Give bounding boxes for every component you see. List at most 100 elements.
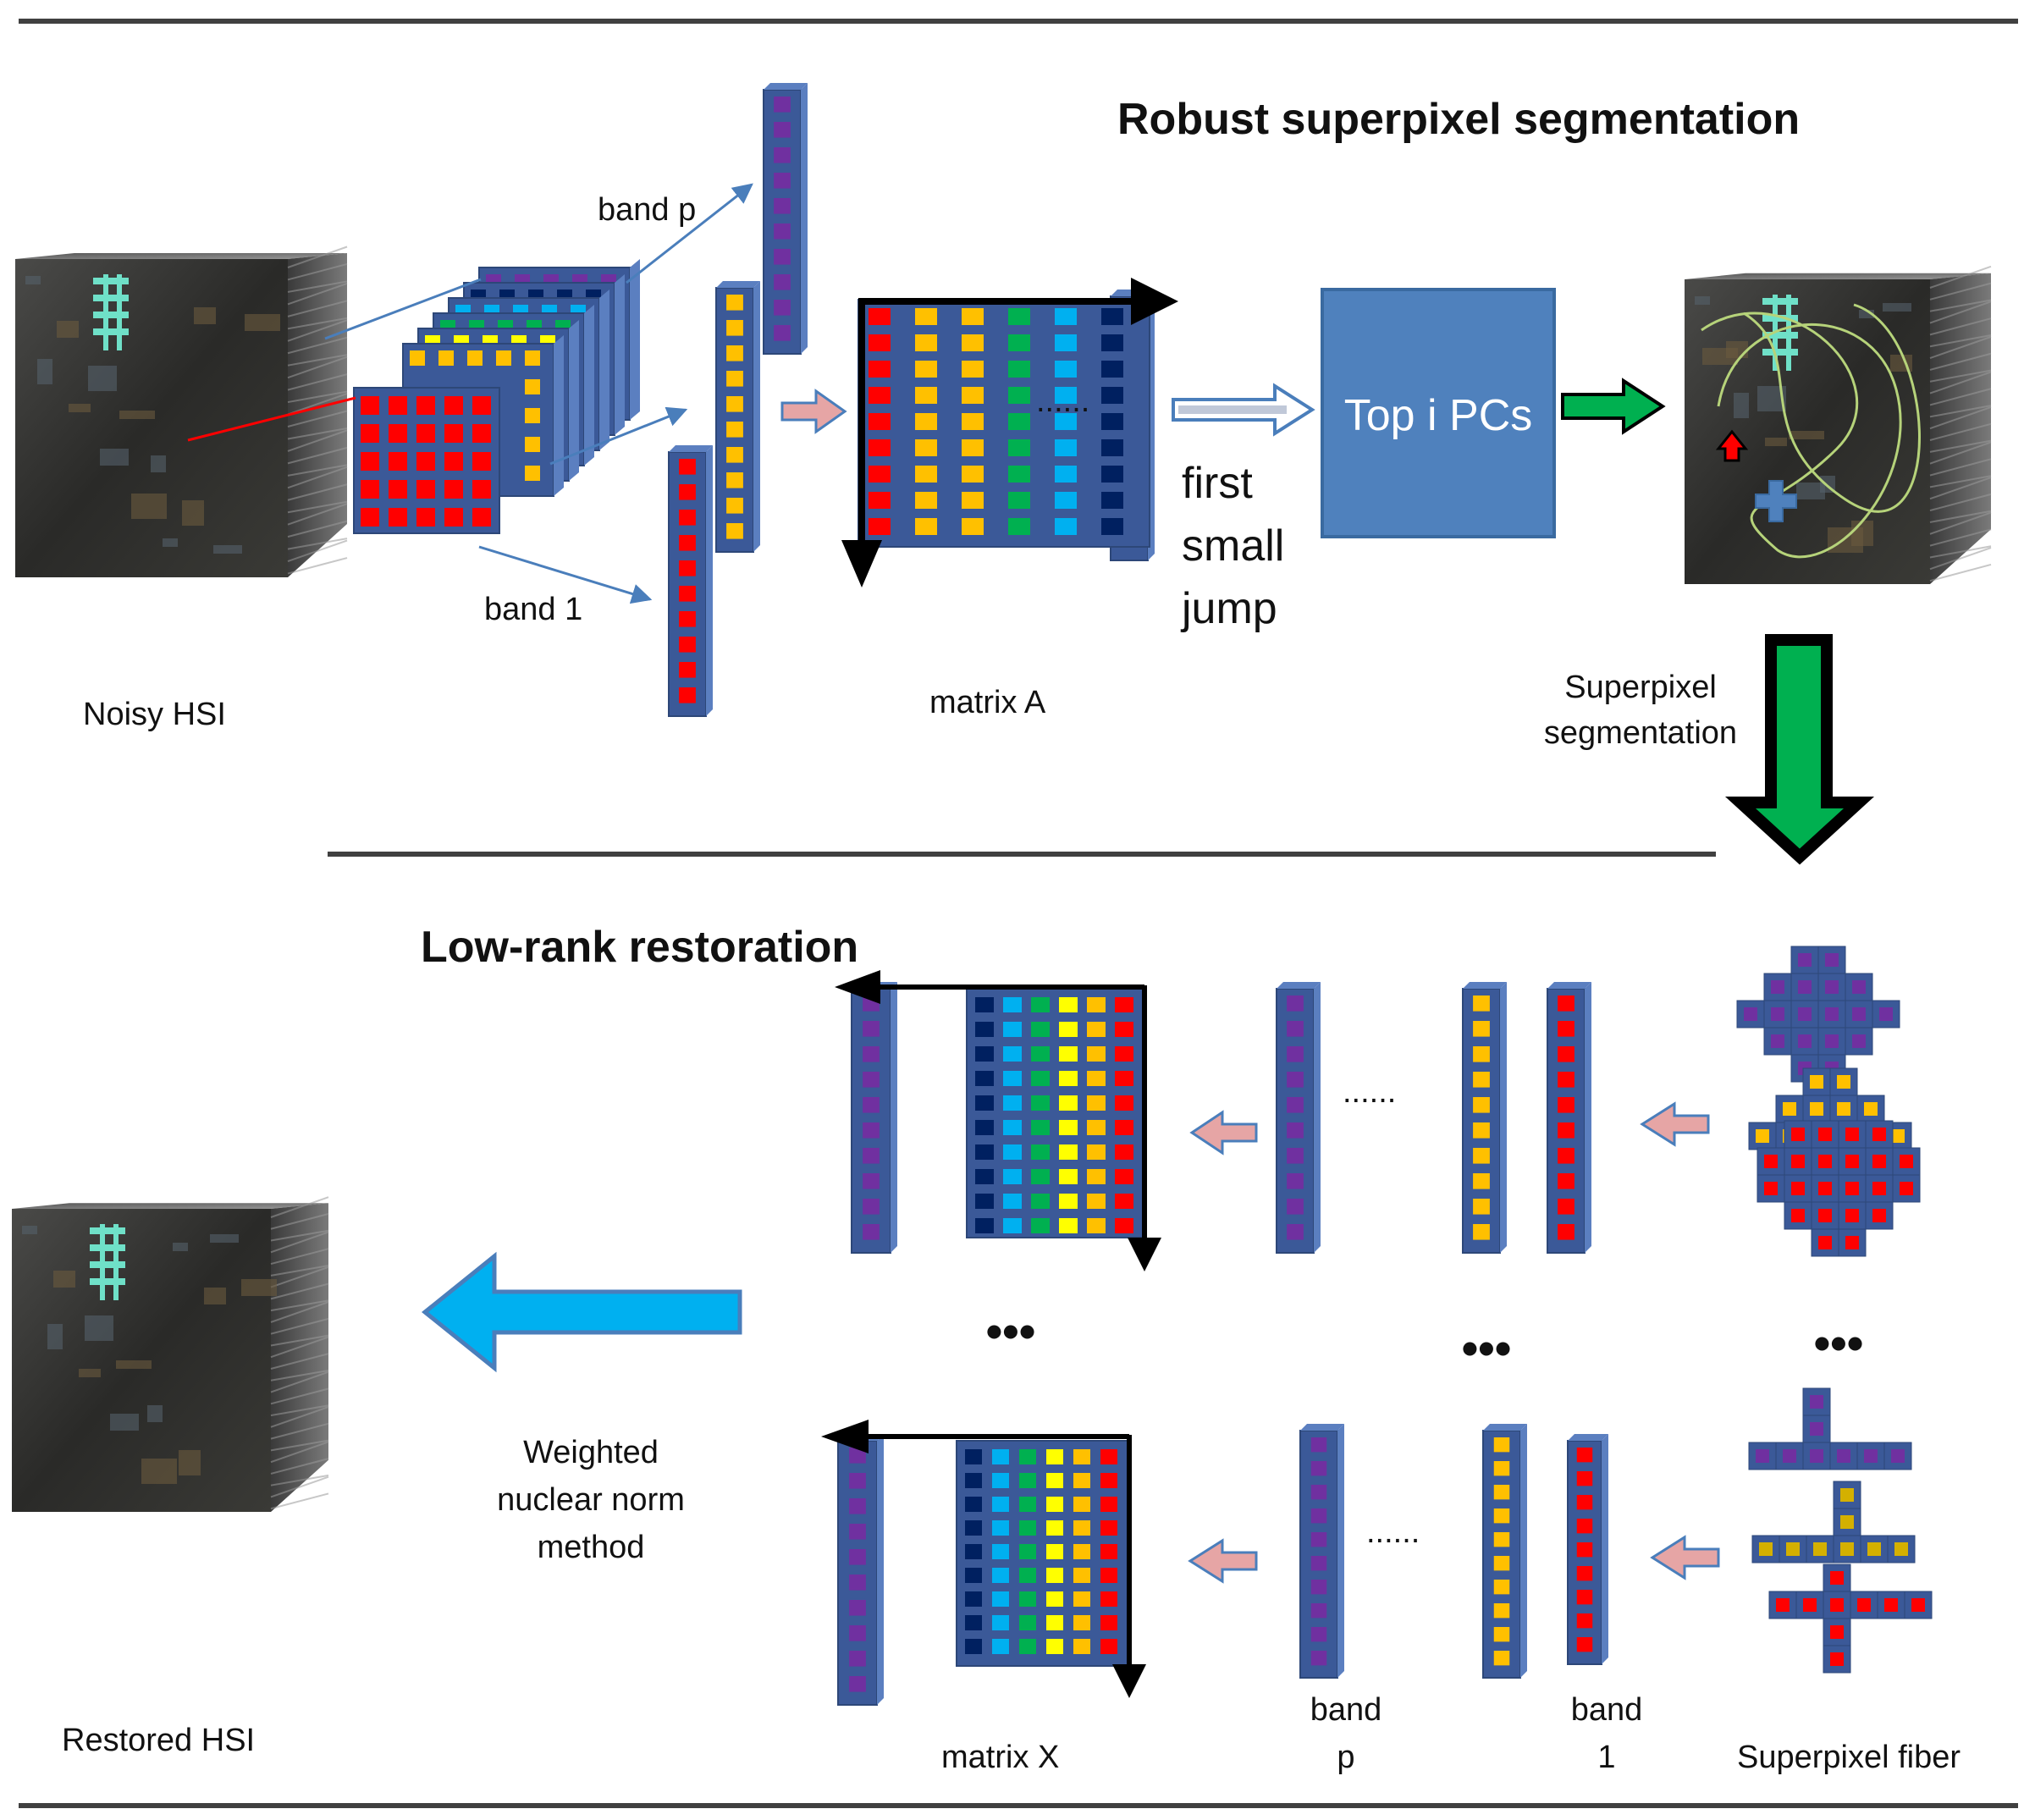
- matrix-x-cell: [1046, 1449, 1063, 1464]
- upper-band-2-column-cell: [1473, 1148, 1490, 1164]
- upper-band-2-column-cell: [1473, 1173, 1490, 1189]
- upper-matrix-cell: [1115, 1120, 1133, 1135]
- upper-matrix-cell: [1087, 1071, 1106, 1086]
- band-p-sub: p: [1337, 1740, 1354, 1775]
- lower-band-p-column-cell: [1310, 1603, 1327, 1619]
- upper-band-1-column-cell: [1558, 1148, 1575, 1164]
- fiber-red-upper-cell: [1791, 1182, 1805, 1195]
- dots-lower: ......: [1366, 1514, 1420, 1550]
- matrix-a-cell: [1101, 334, 1123, 351]
- cube-texture-patch: [1765, 438, 1787, 446]
- cube-streak: [270, 1196, 329, 1218]
- matrix-x-cell: [965, 1591, 982, 1607]
- fiber-purple-upper-cell: [1825, 953, 1839, 967]
- upper-matrix-cell: [1031, 1095, 1050, 1111]
- cube-streak: [270, 1406, 329, 1428]
- lower-band-p-column-cell: [1310, 1508, 1327, 1524]
- fiber-purple-upper-cell: [1825, 980, 1839, 994]
- pink-arrow-lower-right: [1650, 1535, 1720, 1580]
- band-layer-cell: [472, 452, 491, 471]
- fiber-red-upper-cell: [1818, 1182, 1832, 1195]
- band-layer-cell: [472, 424, 491, 443]
- band-p-label: band p: [598, 192, 696, 228]
- matrix-a-cell: [869, 492, 891, 509]
- matrix-x-cell: [992, 1639, 1009, 1654]
- cube-streak: [1929, 369, 1992, 383]
- matrix-x-cell: [1073, 1449, 1090, 1464]
- upper-band-1-column-cell: [1558, 995, 1575, 1012]
- upper-matrix-cell: [1031, 997, 1050, 1012]
- cube-streak: [1929, 439, 1992, 453]
- middle-band-column-cell: [726, 345, 743, 361]
- restored-hsi-label: Restored HSI: [62, 1723, 255, 1758]
- cube-streak: [287, 410, 348, 427]
- matrix-x-cell: [992, 1544, 1009, 1559]
- lower-result-column-cell: [849, 1473, 866, 1489]
- upper-matrix-cell: [975, 1046, 994, 1062]
- fiber-purple-upper-cell: [1798, 1034, 1812, 1048]
- cube-streak: [1929, 475, 1992, 488]
- matrix-a-cell: [962, 387, 984, 404]
- projection-line-top: [324, 278, 482, 340]
- matrix-a-cell: [915, 518, 937, 535]
- cube-top-face: [1685, 273, 1991, 279]
- fiber-red-lower-cell: [1884, 1598, 1898, 1612]
- matrix-x-cell: [1046, 1639, 1063, 1654]
- upper-band-p-column-side: [1314, 982, 1321, 1253]
- upper-band-1-column-cell: [1558, 1021, 1575, 1037]
- upper-matrix-cell: [1031, 1144, 1050, 1160]
- upper-matrix-cell: [1115, 1194, 1133, 1209]
- band-layer-cell: [525, 437, 540, 452]
- cube-streak: [270, 1474, 329, 1486]
- upper-band-1-column-cell: [1558, 1224, 1575, 1240]
- lower-result-column-cell: [849, 1676, 866, 1692]
- fiber-purple-upper-cell: [1798, 953, 1812, 967]
- matrix-a-cell: [869, 413, 891, 430]
- matrix-a-cell: [1055, 361, 1077, 378]
- cube-streak: [1929, 282, 1992, 301]
- fiber-orange-upper-cell: [1810, 1102, 1823, 1116]
- band-layer-side: [554, 335, 564, 496]
- matrix-x-cell: [1046, 1473, 1063, 1488]
- cube-streak: [270, 1248, 329, 1266]
- cube-ladder-rung: [1762, 315, 1798, 322]
- lower-result-column-side: [877, 1434, 884, 1705]
- upper-matrix-cell: [975, 1095, 994, 1111]
- upper-matrix-cell: [1003, 1071, 1022, 1086]
- fiber-red-upper-cell: [1791, 1155, 1805, 1168]
- lower-result-column-cell: [849, 1549, 866, 1565]
- band-layer-cell: [444, 424, 463, 443]
- segmentation-down-arrow: [1724, 634, 1875, 865]
- red-marker-icon: [1715, 429, 1749, 462]
- upper-result-column-cell: [863, 1224, 880, 1240]
- band-layer-cell: [416, 424, 435, 443]
- fiber-orange-upper-cell: [1891, 1129, 1905, 1143]
- cube-texture-patch: [204, 1288, 226, 1304]
- lower-band-1-column-cell: [1576, 1542, 1593, 1558]
- matrix-x-cell: [1100, 1639, 1117, 1654]
- matrix-a-cell: [962, 308, 984, 325]
- matrix-a-cell: [962, 439, 984, 456]
- cube-ladder-rail: [1786, 295, 1791, 371]
- cube-streak: [270, 1299, 329, 1312]
- fiber-purple-lower-cell: [1783, 1449, 1796, 1463]
- lower-band-2-column-cell: [1493, 1603, 1510, 1619]
- cube-streak: [1929, 510, 1992, 523]
- matrix-upper-row-arrowhead: [835, 970, 880, 1004]
- lower-band-1-column-cell: [1576, 1495, 1593, 1510]
- upper-band-2-column-cell: [1473, 1224, 1490, 1240]
- fiber-purple-upper-cell: [1798, 1007, 1812, 1021]
- upper-matrix-cell: [975, 1218, 994, 1233]
- cube-top-face: [12, 1203, 328, 1209]
- matrix-a-cell: [962, 334, 984, 351]
- matrix-a-cell: [1055, 466, 1077, 483]
- matrix-a-cell: [1008, 518, 1030, 535]
- fiber-red-lower-cell: [1803, 1598, 1817, 1612]
- lower-result-column-cell: [849, 1524, 866, 1540]
- upper-band-1-column-cell: [1558, 1199, 1575, 1215]
- cube-texture-patch: [79, 1369, 101, 1377]
- matrix-a-cell: [1008, 361, 1030, 378]
- band-layer-cell: [389, 396, 407, 415]
- fiber-orange-lower-cell: [1840, 1488, 1854, 1502]
- band-layer-cell: [525, 379, 540, 394]
